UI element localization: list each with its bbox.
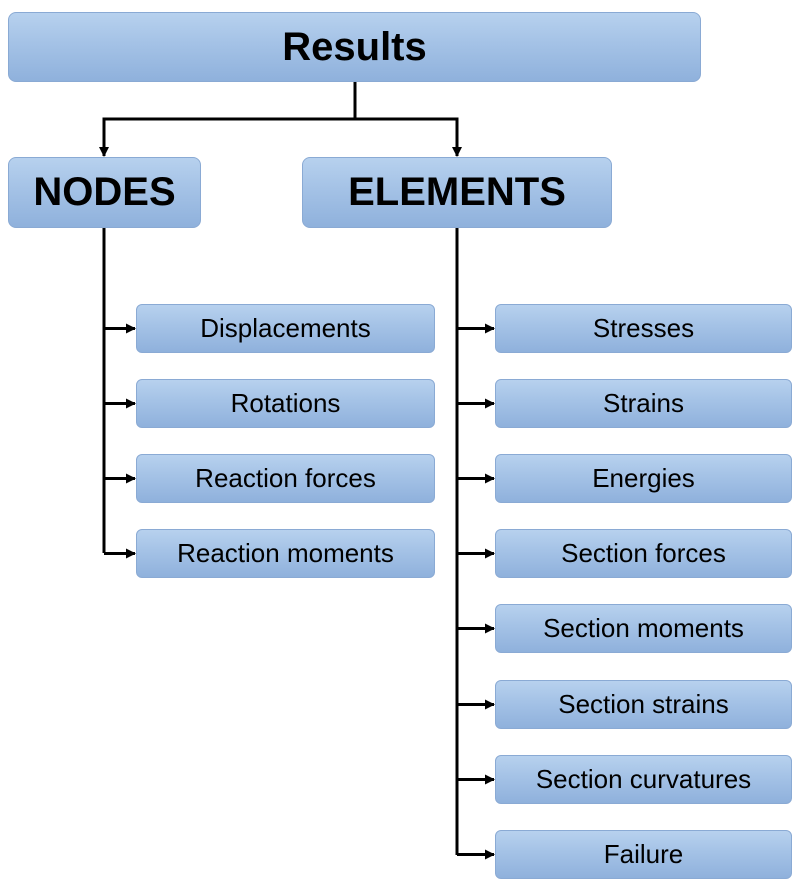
element-item-failure: Failure (495, 830, 792, 879)
element-item-stresses: Stresses (495, 304, 792, 353)
results-label: Results (282, 24, 427, 69)
element-item-strains: Strains (495, 379, 792, 428)
node-item-rotations: Rotations (136, 379, 435, 428)
element-item-energies: Energies (495, 454, 792, 503)
branch-arrows (104, 323, 495, 860)
node-item-reaction-moments: Reaction moments (136, 529, 435, 578)
element-item-section-moments: Section moments (495, 604, 792, 653)
element-item-label: Section strains (558, 689, 729, 719)
results-box: Results (8, 12, 701, 82)
node-item-label: Rotations (230, 388, 341, 418)
element-item-section-strains: Section strains (495, 680, 792, 729)
element-item-label: Stresses (592, 313, 695, 343)
element-item-label: Energies (592, 463, 695, 493)
node-item-displacements: Displacements (136, 304, 435, 353)
connector-root-to-elements (355, 117, 462, 157)
nodes-label: NODES (33, 170, 176, 214)
node-item-label: Reaction forces (195, 463, 376, 493)
element-item-label: Section forces (561, 538, 726, 568)
node-item-label: Displacements (200, 313, 371, 343)
element-item-label: Section curvatures (535, 764, 752, 794)
connector-root-to-nodes (99, 82, 357, 157)
node-item-reaction-forces: Reaction forces (136, 454, 435, 503)
element-item-label: Failure (603, 839, 684, 869)
elements-label: ELEMENTS (348, 170, 566, 214)
element-item-section-forces: Section forces (495, 529, 792, 578)
nodes-box: NODES (8, 157, 201, 228)
node-item-label: Reaction moments (177, 538, 394, 568)
element-item-section-curvatures: Section curvatures (495, 755, 792, 804)
element-item-label: Section moments (543, 613, 744, 643)
element-item-label: Strains (603, 388, 684, 418)
elements-box: ELEMENTS (302, 157, 612, 228)
